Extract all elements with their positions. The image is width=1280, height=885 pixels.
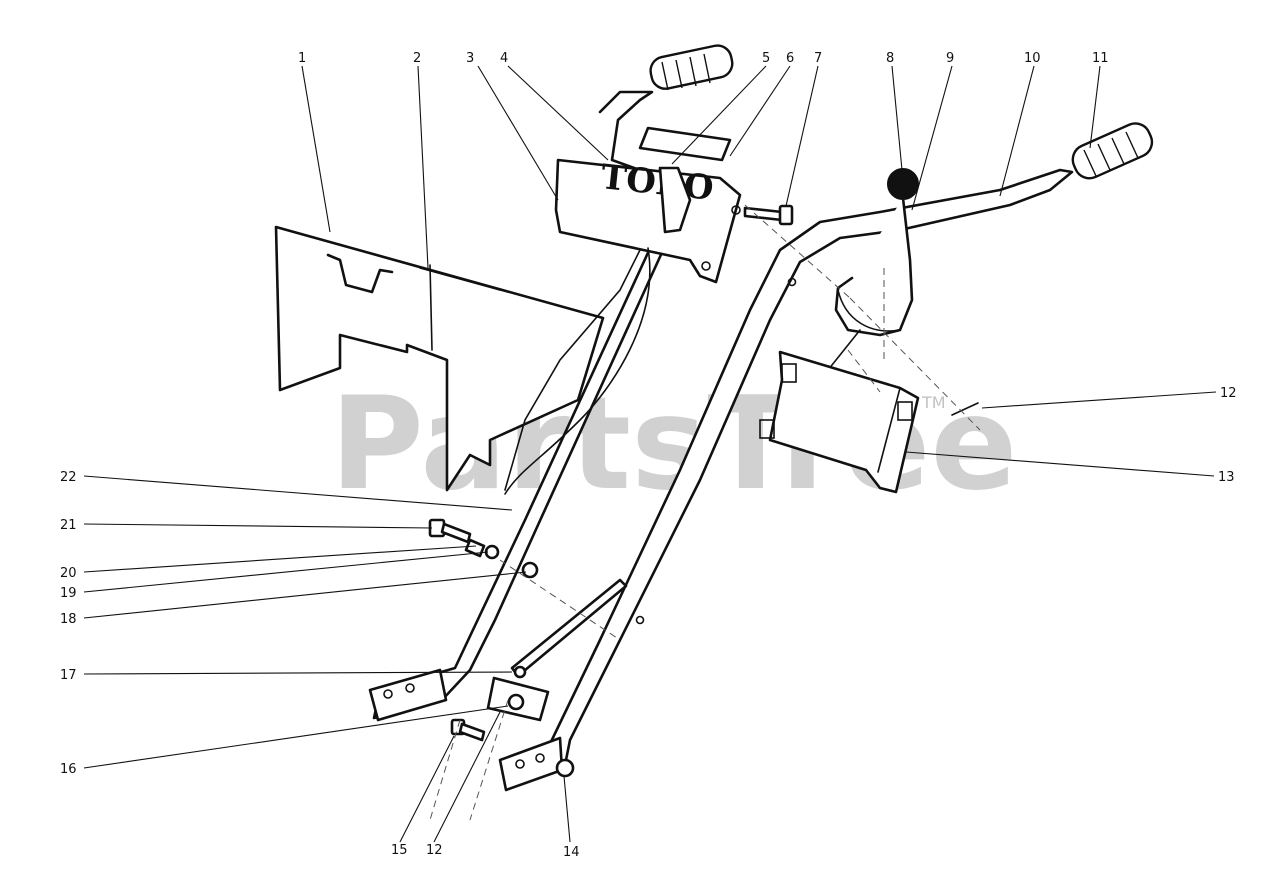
nut-14 [555, 758, 575, 778]
callout-19: 19 [60, 586, 77, 601]
callout-9: 9 [946, 51, 954, 66]
callout-6: 6 [786, 51, 794, 66]
cotter-pin-12 [951, 402, 979, 416]
bolt-7 [743, 204, 794, 226]
lower-bracket-left [368, 668, 448, 722]
deflector-shield [274, 225, 605, 492]
callout-14: 14 [563, 845, 580, 860]
callout-1: 1 [298, 51, 306, 66]
assembly-lines [429, 204, 981, 821]
callout-5: 5 [762, 51, 770, 66]
callout-18: 18 [60, 612, 77, 627]
lower-linkage [486, 578, 628, 722]
callout-21: 21 [60, 518, 77, 533]
callout-11: 11 [1092, 51, 1109, 66]
callout-15: 15 [391, 843, 408, 858]
lower-bracket-right [498, 736, 564, 792]
watermark-trademark: TM [921, 393, 946, 412]
callout-8: 8 [886, 51, 894, 66]
control-cable [504, 247, 651, 495]
leader-lines [83, 65, 1217, 843]
callout-labels: 1 2 3 4 5 6 7 8 9 10 11 12 13 14 15 12 1… [60, 51, 1237, 860]
callout-3: 3 [466, 51, 474, 66]
callout-22: 22 [60, 470, 77, 485]
callout-13: 13 [1218, 470, 1235, 485]
hardware [428, 518, 575, 778]
callout-17: 17 [60, 668, 77, 683]
shift-lever [819, 168, 919, 381]
callout-10: 10 [1024, 51, 1041, 66]
shift-bracket [759, 350, 920, 494]
callout-20: 20 [60, 566, 77, 581]
callout-12-right: 12 [1220, 386, 1237, 401]
callout-12-bottom: 12 [426, 843, 443, 858]
callout-7: 7 [814, 51, 822, 66]
callout-2: 2 [413, 51, 421, 66]
callout-16: 16 [60, 762, 77, 777]
callout-4: 4 [500, 51, 508, 66]
nut-18 [521, 561, 539, 579]
